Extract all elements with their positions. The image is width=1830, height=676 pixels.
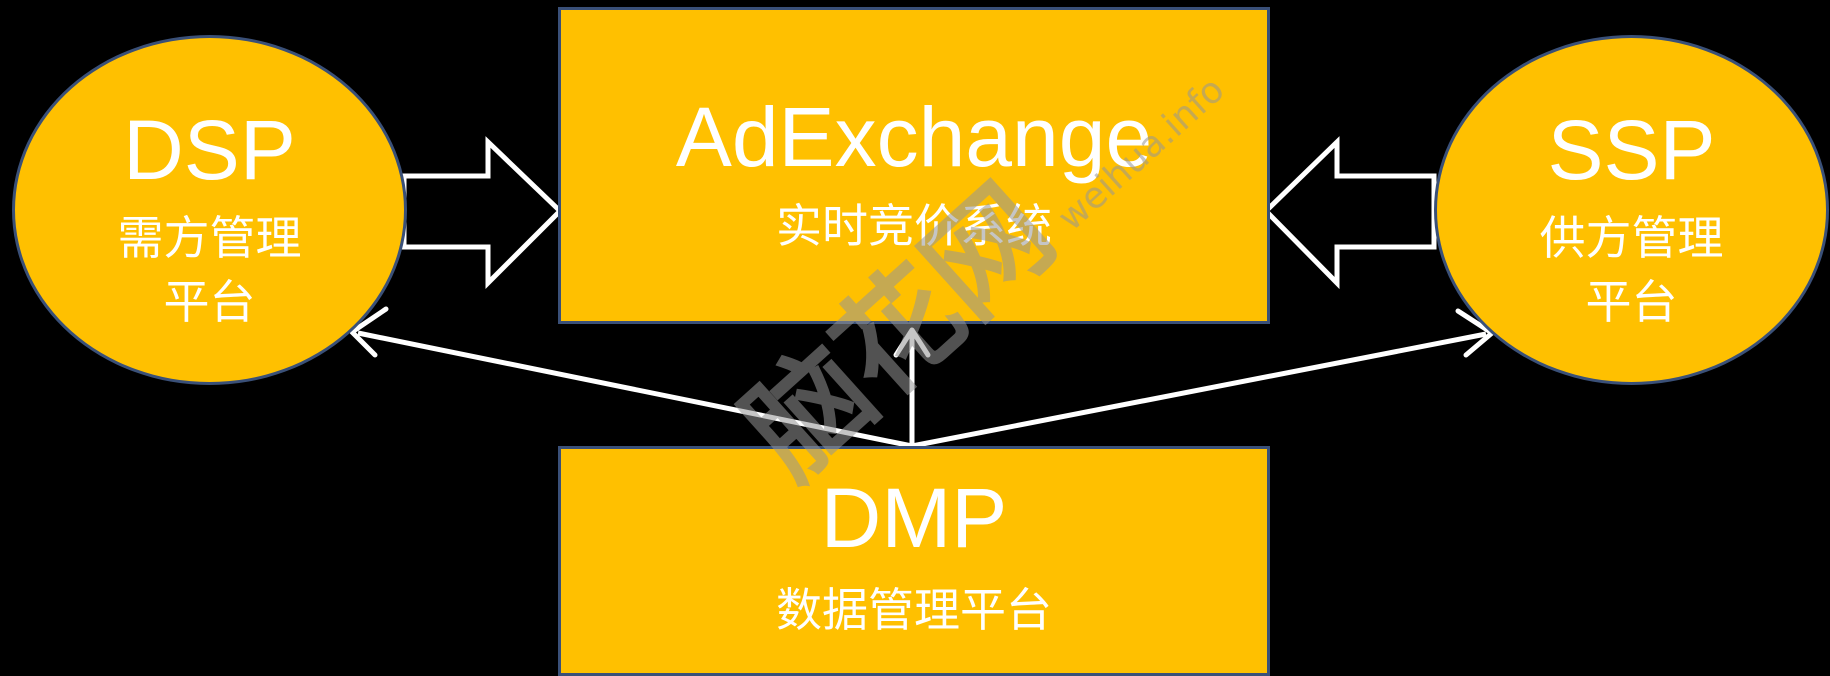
ssp-title: SSP [1547, 103, 1716, 197]
ssp-subtitle-line2: 平台 [1585, 276, 1678, 328]
dsp-subtitle-line1: 需方管理 [117, 212, 302, 264]
arrow-dmp-to-dsp [357, 330, 913, 449]
adexchange-box [558, 7, 1270, 324]
arrowhead-adx [893, 327, 931, 358]
diagram-canvas: AdExchange 实时竞价系统 DMP 数据管理平台 DSP 需方管理 平台… [12, 7, 1829, 676]
dsp-subtitle-line2: 平台 [163, 276, 256, 328]
block-arrow-ssp-to-adx [1262, 136, 1437, 290]
arrow-dmp-to-ssp [911, 331, 1487, 449]
ssp-subtitle-line1: 供方管理 [1539, 212, 1724, 264]
dsp-ellipse [12, 35, 407, 385]
connectors-layer [349, 136, 1495, 449]
adexchange-subtitle: 实时竞价系统 [776, 200, 1052, 252]
dmp-subtitle: 数据管理平台 [776, 584, 1052, 636]
arrowhead-dsp [349, 306, 389, 358]
dmp-title: DMP [820, 471, 1008, 565]
block-arrow-dsp-to-adx [401, 136, 564, 290]
ssp-ellipse [1434, 35, 1829, 385]
dsp-title: DSP [123, 103, 296, 197]
adexchange-title: AdExchange [675, 90, 1153, 184]
